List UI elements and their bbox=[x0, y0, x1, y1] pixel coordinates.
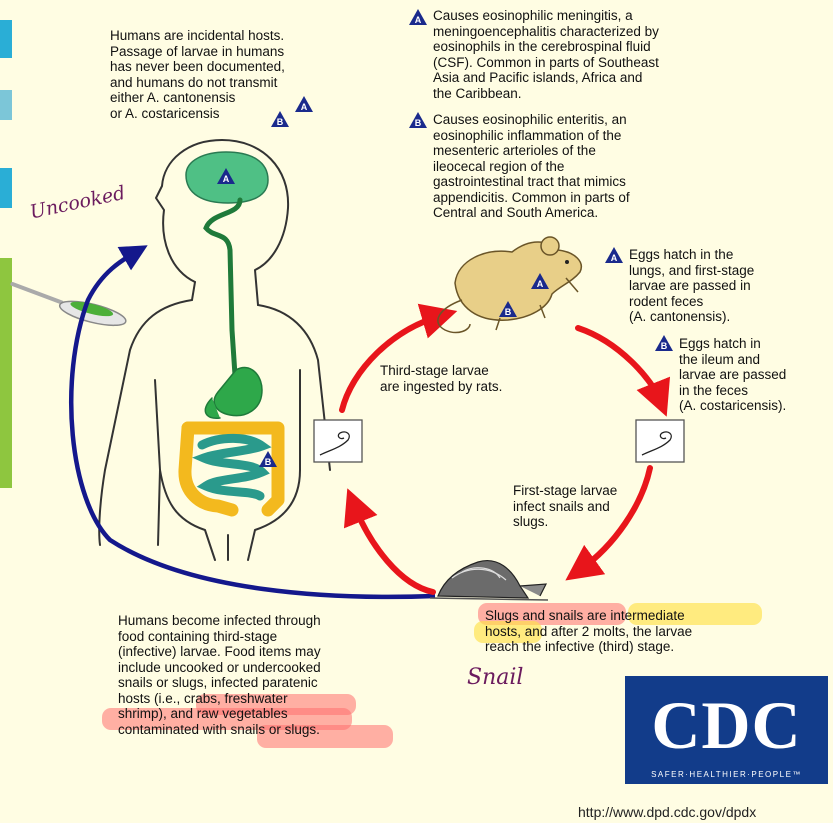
svg-text:B: B bbox=[505, 307, 512, 317]
badge-b-rat: B bbox=[498, 300, 518, 318]
third-stage-note: Third-stage larvae are ingested by rats. bbox=[380, 363, 503, 394]
svg-text:A: A bbox=[415, 15, 422, 25]
larva-right bbox=[635, 419, 685, 463]
first-stage-note: First-stage larvae infect snails and slu… bbox=[513, 483, 618, 529]
source-url: http://www.dpd.cdc.gov/dpdx bbox=[578, 804, 757, 820]
edge-strip-blue bbox=[0, 20, 12, 58]
cdc-logo: CDC SAFER·HEALTHIER·PEOPLE™ bbox=[625, 676, 828, 784]
cycle-arrows bbox=[339, 303, 671, 595]
badge-a-brain: A bbox=[216, 167, 236, 185]
badge-a-eggs: A bbox=[604, 246, 624, 264]
meningitis-note: Causes eosinophilic meningitis, a mening… bbox=[433, 8, 659, 101]
highlight-intermediate bbox=[628, 603, 762, 625]
digestive-tract bbox=[178, 197, 285, 517]
edge-strip-blue-2 bbox=[0, 168, 12, 208]
human-hosts-note: Humans are incidental hosts. Passage of … bbox=[110, 28, 285, 121]
cdc-logo-tagline: SAFER·HEALTHIER·PEOPLE™ bbox=[651, 770, 802, 779]
badge-a-rat: A bbox=[530, 272, 550, 290]
intermediate-hosts-note: Slugs and snails are intermediate hosts,… bbox=[485, 608, 693, 654]
eggs-ileum-note: Eggs hatch in the ileum and larvae are p… bbox=[679, 336, 787, 413]
badge-a-meningitis: A bbox=[408, 8, 428, 26]
svg-text:B: B bbox=[415, 118, 422, 128]
badge-a-cantonensis: A bbox=[294, 95, 314, 113]
spoon bbox=[10, 282, 127, 327]
handwritten-snail: Snail bbox=[467, 665, 524, 690]
highlight-snails-slugs bbox=[257, 725, 393, 748]
highlight-slugs-snails bbox=[478, 603, 626, 625]
badge-b-intestine: B bbox=[258, 450, 278, 468]
svg-text:B: B bbox=[265, 457, 272, 467]
svg-text:B: B bbox=[277, 117, 284, 127]
svg-text:A: A bbox=[301, 102, 308, 112]
svg-text:B: B bbox=[661, 341, 668, 351]
highlight-hosts bbox=[474, 621, 542, 643]
cdc-logo-letters: CDC bbox=[651, 687, 802, 763]
enteritis-note: Causes eosinophilic enteritis, an eosino… bbox=[433, 112, 630, 220]
eggs-lungs-note: Eggs hatch in the lungs, and first-stage… bbox=[629, 247, 755, 324]
snail bbox=[429, 560, 549, 601]
human-infection-note: Humans become infected through food cont… bbox=[118, 613, 321, 737]
human-figure bbox=[98, 139, 331, 561]
svg-text:A: A bbox=[223, 174, 230, 184]
edge-strip-lightblue bbox=[0, 90, 12, 120]
edge-strip-green bbox=[0, 258, 12, 488]
badge-b-eggs: B bbox=[654, 334, 674, 352]
svg-text:A: A bbox=[611, 253, 618, 263]
highlight-shrimp-vegetables bbox=[102, 708, 352, 730]
human-arrow bbox=[69, 245, 436, 600]
rat bbox=[437, 236, 582, 334]
badge-b-enteritis: B bbox=[408, 111, 428, 129]
larva-left bbox=[313, 419, 363, 463]
svg-text:A: A bbox=[537, 279, 544, 289]
badge-b-costaricensis: B bbox=[270, 110, 290, 128]
